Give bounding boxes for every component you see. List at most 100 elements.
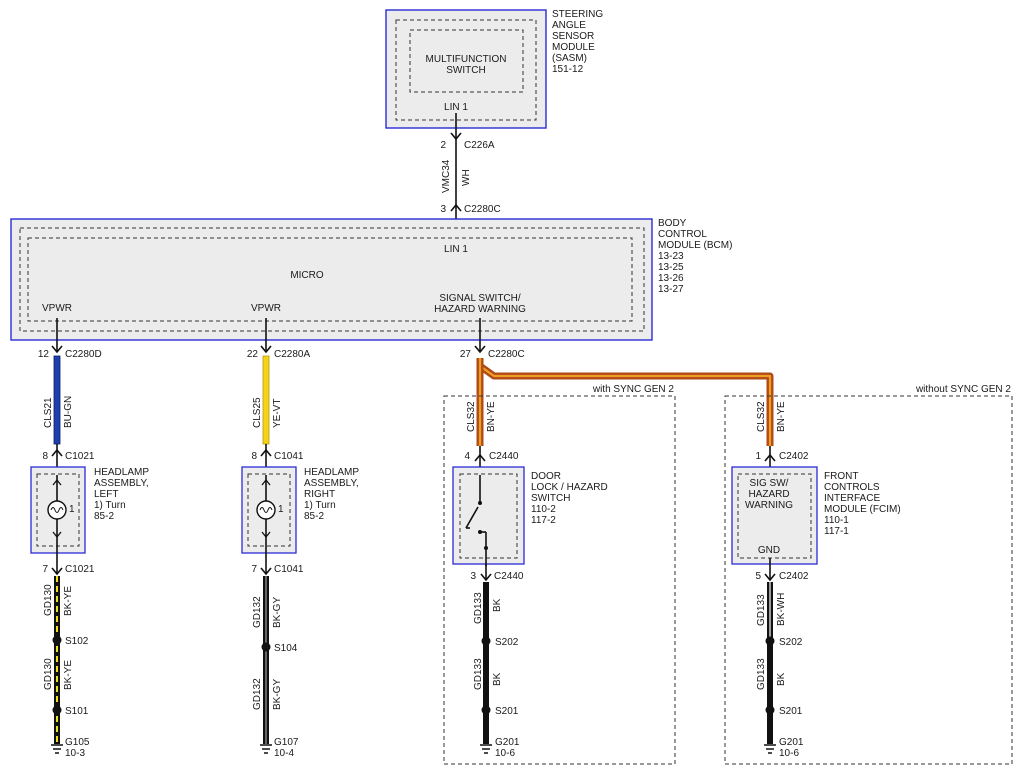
ground-icon <box>764 744 776 754</box>
col1-device-line-4: 1) Turn <box>94 500 126 511</box>
splice-icon <box>765 636 775 646</box>
col3-device-line-4: 110-2 <box>531 504 556 515</box>
col1-connector-top: C2280D <box>65 349 102 360</box>
col3-ground: G201 <box>495 737 520 748</box>
col4-device-line-3: INTERFACE <box>824 493 880 504</box>
bcm-title-line-2: CONTROL <box>658 229 707 240</box>
col4-ground-ref: 10-6 <box>779 748 799 759</box>
splice-icon <box>481 705 491 715</box>
col2-pin-in: 8 <box>251 451 257 462</box>
col4-splice-1: S202 <box>779 637 803 648</box>
col2-device-line-2: ASSEMBLY, <box>304 478 359 489</box>
col2-gnd-circuit-1: GD132 <box>252 596 263 628</box>
sasm-inner-line-2: SWITCH <box>446 65 485 76</box>
col1-gnd-circuit-1: GD130 <box>43 584 54 616</box>
bcm-vpwr-1: VPWR <box>42 303 72 314</box>
sasm-connector: C226A <box>464 140 495 151</box>
col1-ground-ref: 10-3 <box>65 748 85 759</box>
col4-color-label: BN-YE <box>776 401 787 432</box>
col1-device-line-2: ASSEMBLY, <box>94 478 149 489</box>
col4-inner-line-2: HAZARD <box>748 489 789 500</box>
col4-device-line-1: FRONT <box>824 471 858 482</box>
col2-bulb-number: 1 <box>278 504 284 515</box>
splice-icon <box>52 705 62 715</box>
sasm-title-line-5: (SASM) <box>552 53 587 64</box>
ground-icon <box>480 744 492 754</box>
col2-circuit-label: CLS25 <box>252 397 263 428</box>
col2-device-line-3: RIGHT <box>304 489 335 500</box>
col3-ground-ref: 10-6 <box>495 748 515 759</box>
switch-icon <box>465 475 488 566</box>
bcm-title-line-7: 13-27 <box>658 284 684 295</box>
ground-icon <box>51 744 63 754</box>
col1-circuit-label: CLS21 <box>43 397 54 428</box>
col4-ground: G201 <box>779 737 804 748</box>
col4-option-label: without SYNC GEN 2 <box>915 384 1011 395</box>
bcm-micro-label: MICRO <box>290 270 324 281</box>
col1-ground: G105 <box>65 737 90 748</box>
col1-splice-2: S101 <box>65 706 89 717</box>
bcm-title-line-3: MODULE (BCM) <box>658 240 732 251</box>
col3-splice-2: S201 <box>495 706 519 717</box>
col2-ground-ref: 10-4 <box>274 748 294 759</box>
col1-color-label: BU-GN <box>63 396 74 428</box>
sasm-lin-label: LIN 1 <box>444 102 468 113</box>
col4-option-box: without SYNC GEN 2 <box>724 381 1013 765</box>
sasm-title-line-6: 151-12 <box>552 64 584 75</box>
splice-icon <box>52 635 62 645</box>
col4-pin-out: 5 <box>755 571 761 582</box>
bcm-title-line-4: 13-23 <box>658 251 684 262</box>
vmc-color-label: WH <box>461 169 472 186</box>
col3-device-line-2: LOCK / HAZARD <box>531 482 608 493</box>
col4-connector-out: C2402 <box>779 571 809 582</box>
col1-device-line-3: LEFT <box>94 489 118 500</box>
col2-gnd-circuit-2: GD132 <box>252 678 263 710</box>
sasm-title-line-1: STEERING <box>552 9 603 20</box>
bcm-title-line-5: 13-25 <box>658 262 684 273</box>
col3-top: 27 C2280C <box>460 318 525 360</box>
sasm-module: MULTIFUNCTION SWITCH LIN 1 <box>385 9 547 129</box>
col3-gnd-circuit-2: GD133 <box>473 658 484 690</box>
col4-device-line-2: CONTROLS <box>824 482 880 493</box>
col3-connector-top: C2280C <box>488 349 525 360</box>
col4-connector-in: C2402 <box>779 451 809 462</box>
splice-icon <box>481 636 491 646</box>
col3-circuit: CLS32 BN-YE 4 C2440 DOOR LOCK / HAZARD S… <box>452 401 608 759</box>
col3-device-line-3: SWITCH <box>531 493 570 504</box>
sasm-title: STEERING ANGLE SENSOR MODULE (SASM) 151-… <box>552 9 603 75</box>
col1-gnd-circuit-2: GD130 <box>43 658 54 690</box>
col3-pin-in: 4 <box>464 451 470 462</box>
col4-gnd-color-2: BK <box>776 672 787 686</box>
col2-pin-out: 7 <box>251 564 257 575</box>
sasm-inner-line-1: MULTIFUNCTION <box>426 54 507 65</box>
col3-pin-out: 3 <box>470 571 476 582</box>
col2-connector-out: C1041 <box>274 564 304 575</box>
bcm-lin-connector: C2280C <box>464 204 501 215</box>
col2-splice-1: S104 <box>274 643 298 654</box>
col4-gnd-circuit-2: GD133 <box>756 658 767 690</box>
col1-pin-out: 7 <box>42 564 48 575</box>
col2-color-label: YE-VT <box>272 399 283 428</box>
col3-gnd-circuit-1: GD133 <box>473 592 484 624</box>
col2-circuit: 22 C2280A CLS25 YE-VT 8 C1041 1 HEADLAMP… <box>241 318 359 759</box>
bcm-module: LIN 1 MICRO VPWR VPWR SIGNAL SWITCH/ HAZ… <box>10 218 653 341</box>
col3-splice-1: S202 <box>495 637 519 648</box>
bcm-title-line-6: 13-26 <box>658 273 684 284</box>
col4-gnd-color-1: BK-WH <box>776 593 787 626</box>
col3-device-line-5: 117-2 <box>531 515 556 526</box>
col3-gnd-color-1: BK <box>492 598 503 612</box>
sasm-title-line-3: SENSOR <box>552 31 594 42</box>
col3-option-box: with SYNC GEN 2 <box>443 381 676 765</box>
bcm-signal-line-1: SIGNAL SWITCH/ <box>439 293 521 304</box>
col4-gnd-circuit-1: GD133 <box>756 594 767 626</box>
col3-gnd-color-2: BK <box>492 672 503 686</box>
col4-inner-line-1: SIG SW/ <box>750 478 789 489</box>
col4-device-line-5: 110-1 <box>824 515 849 526</box>
splice-icon <box>261 642 271 652</box>
vmc-circuit-label: VMC34 <box>441 159 452 193</box>
bcm-lin-pin: 3 <box>440 204 446 215</box>
col2-connector-top: C2280A <box>274 349 310 360</box>
bcm-title-line-1: BODY <box>658 218 687 229</box>
col4-circuit-label: CLS32 <box>756 401 767 432</box>
